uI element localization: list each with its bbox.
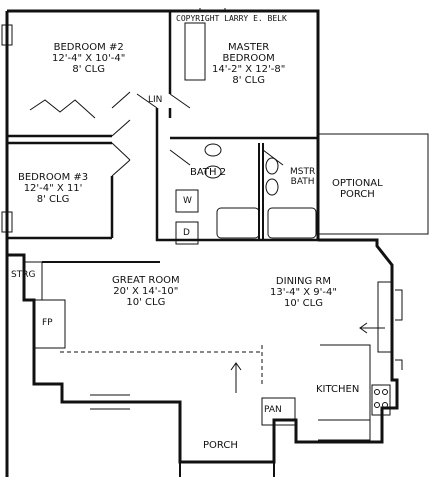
room-ceiling: 8' CLG: [36, 194, 70, 205]
optional-porch: [317, 133, 429, 235]
room-size: 13'-4" X 9'-4": [270, 287, 337, 298]
room-size: 12'-4" X 10'-4": [52, 53, 126, 64]
label-washer: W: [183, 196, 192, 206]
wall-hall-right: [155, 108, 172, 242]
kitchen-counter: [318, 344, 371, 441]
room-dining: DINING RM 13'-4" X 9'-4" 10' CLG: [270, 276, 337, 309]
room-ceiling: 10' CLG: [283, 298, 323, 309]
room-bedroom3: BEDROOM #3 12'-4" X 11' 8' CLG: [18, 172, 88, 205]
room-name: BEDROOM #3: [18, 172, 89, 183]
label-fireplace: FP: [42, 318, 53, 328]
room-great: GREAT ROOM 20' X 14'-10" 10' CLG: [112, 275, 180, 308]
copyright-text: COPYRIGHT LARRY E. BELK: [176, 14, 287, 23]
door-b3: [111, 142, 131, 177]
label-kitchen: KITCHEN: [316, 384, 360, 395]
label-bath2: BATH 2: [190, 167, 227, 178]
room-name: DINING RM: [275, 276, 331, 287]
wall-master-inner: [184, 22, 206, 81]
dryer: [175, 221, 199, 245]
room-size: 14'-2" X 12'-8": [212, 64, 286, 75]
room-master: MASTER BEDROOM 14'-2" X 12'-8" 8' CLG: [212, 42, 285, 86]
door-bath2: [169, 149, 191, 166]
washer: [175, 189, 199, 213]
label-pantry: PAN: [264, 405, 282, 415]
room-ceiling: 8' CLG: [232, 75, 265, 86]
room-name: MASTER: [228, 42, 270, 53]
wall-porch: [179, 402, 275, 477]
label-storage: STRG: [11, 270, 36, 280]
closet-b2: [29, 99, 96, 119]
room-name: GREAT ROOM: [112, 275, 180, 286]
wall-bath-divider: [258, 143, 264, 240]
label-porch: PORCH: [203, 440, 238, 451]
fireplace: [34, 299, 66, 349]
wall-b3-bottom: [7, 176, 114, 240]
label-master-bath: MSTR BATH: [290, 167, 316, 187]
room-ceiling: 10' CLG: [126, 297, 166, 308]
room-size: 12'-4" X 11': [23, 183, 83, 194]
door-b2: [111, 91, 131, 137]
door-master: [136, 93, 191, 109]
room-bedroom2: BEDROOM #2 12'-4" X 10'-4" 8' CLG: [52, 42, 125, 75]
room-ceiling: 8' CLG: [72, 64, 105, 75]
wall-pan: [261, 397, 296, 426]
room-size: 20' X 14'-10": [113, 286, 179, 297]
room-name: BEDROOM #2: [53, 42, 124, 53]
wall-great-bottom: [34, 382, 180, 404]
room-name-line2: BEDROOM: [222, 53, 275, 64]
door-mstr-bath: [262, 149, 284, 166]
label-optional-porch: OPTIONAL PORCH: [332, 178, 383, 200]
label-dryer: D: [183, 228, 190, 238]
label-linen: LIN: [148, 95, 163, 105]
